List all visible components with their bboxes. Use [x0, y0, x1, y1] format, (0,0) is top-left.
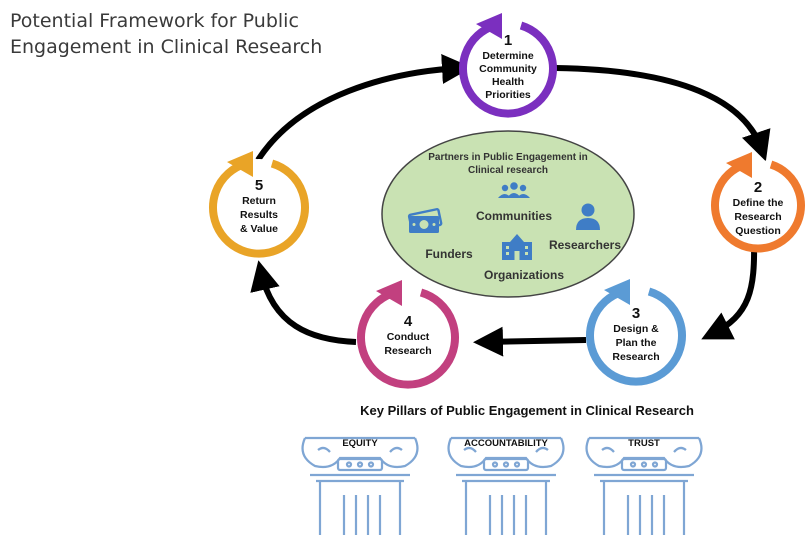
organizations-label: Organizations	[484, 268, 564, 282]
stage-1-line-4: Priorities	[485, 89, 531, 101]
stage-5-line-2: Results	[240, 209, 278, 221]
communities-label: Communities	[476, 209, 552, 223]
pillar-equity: EQUITY	[301, 436, 419, 535]
stage-1-circle: 1 Determine Community Health Priorities	[459, 13, 557, 118]
stage-3-line-2: Plan the	[616, 337, 657, 349]
pillar-accountability-label: ACCOUNTABILITY	[464, 438, 548, 449]
cycle-arrows	[250, 54, 771, 357]
stage-4-line-1: Conduct	[387, 331, 430, 343]
title-line-2: Engagement in Clinical Research	[10, 36, 323, 58]
communities-icon	[498, 182, 530, 198]
stage-4-line-2: Research	[384, 345, 431, 357]
stage-2-line-3: Question	[735, 225, 781, 237]
arrow-3-to-4	[473, 326, 587, 357]
partners-title-line-1: Partners in Public Engagement in	[428, 152, 587, 163]
pillar-equity-label: EQUITY	[342, 438, 378, 449]
pillar-accountability: ACCOUNTABILITY	[447, 436, 565, 535]
stage-1-number: 1	[504, 32, 512, 49]
funders-label: Funders	[425, 247, 473, 261]
stage-4-number: 4	[404, 313, 413, 330]
stage-1-line-3: Health	[492, 76, 524, 88]
stage-2-number: 2	[754, 179, 762, 196]
pillar-trust: TRUST	[585, 436, 703, 535]
researchers-icon	[576, 203, 600, 230]
stage-2-circle: 2 Define the Research Question	[711, 152, 805, 253]
funders-icon	[407, 208, 443, 233]
title-line-1: Potential Framework for Public	[10, 10, 299, 32]
partners-title-line-2: Clinical research	[468, 165, 548, 176]
stage-4-circle: 4 Conduct Research	[357, 280, 459, 389]
arrow-1-to-2	[555, 65, 771, 162]
partners-ellipse: Partners in Public Engagement in Clinica…	[381, 130, 635, 298]
stage-5-line-3: & Value	[240, 223, 278, 235]
stage-5-line-1: Return	[242, 195, 276, 207]
arrow-4-to-5	[250, 260, 357, 345]
stage-2-line-2: Research	[734, 211, 781, 223]
stage-2-line-1: Define the	[733, 197, 784, 209]
stage-3-number: 3	[632, 305, 640, 322]
stage-1-line-2: Community	[479, 63, 537, 75]
arrow-5-to-1	[255, 54, 472, 162]
stage-5-circle: 5 Return Results & Value	[209, 151, 309, 258]
stage-3-circle: 3 Design & Plan the Research	[586, 279, 686, 386]
pillar-trust-label: TRUST	[628, 438, 660, 449]
stage-5-number: 5	[255, 177, 263, 194]
stage-1-line-1: Determine	[482, 50, 534, 62]
arrow-2-to-3	[701, 239, 758, 340]
stage-3-line-1: Design &	[613, 323, 659, 335]
researchers-label: Researchers	[549, 238, 621, 252]
organizations-icon	[502, 234, 532, 260]
stage-3-line-3: Research	[612, 351, 659, 363]
diagram-title: Potential Framework for Public Engagemen…	[10, 8, 350, 60]
pillars-title: Key Pillars of Public Engagement in Clin…	[360, 403, 694, 418]
